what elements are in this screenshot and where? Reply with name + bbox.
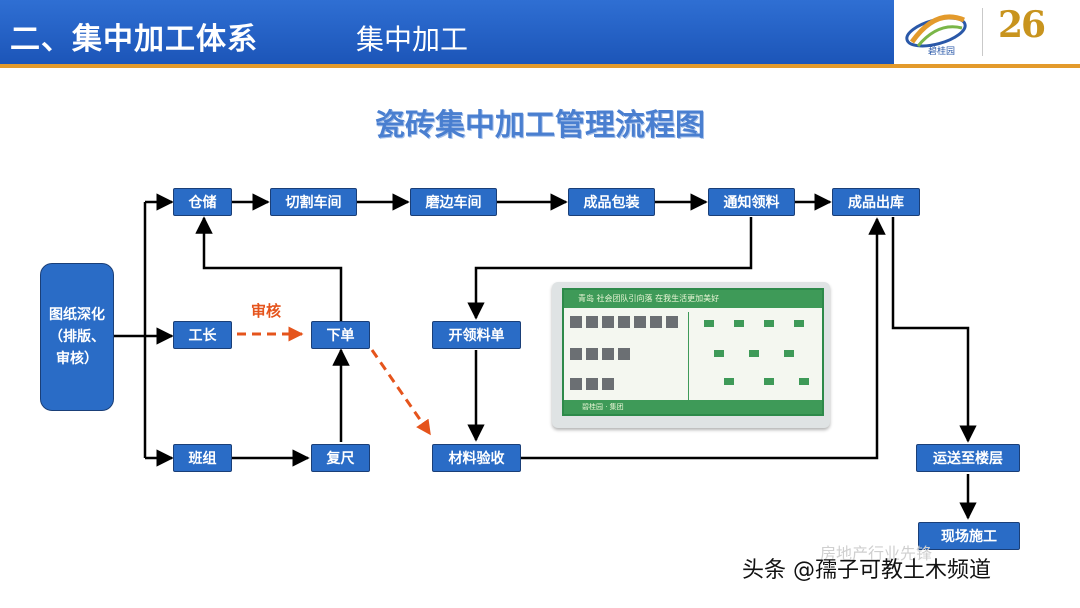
node-team: 班组 bbox=[173, 444, 232, 472]
board-image: 青岛 社会团队引向落 在我生活更加美好 碧桂园 · 集团 bbox=[562, 288, 824, 416]
node-edging-workshop: 磨边车间 bbox=[410, 188, 497, 216]
watermark-faint: 房地产行业先锋 bbox=[820, 544, 933, 563]
board-footer: 碧桂园 · 集团 bbox=[564, 400, 822, 414]
node-onsite-construction: 现场施工 bbox=[918, 522, 1020, 550]
board-caption: 青岛 社会团队引向落 在我生活更加美好 bbox=[564, 290, 822, 308]
header-bar: 二、集中加工体系 集中加工 碧桂园 26 bbox=[0, 0, 1080, 68]
node-material-acceptance: 材料验收 bbox=[432, 444, 521, 472]
arrow-order-storage bbox=[195, 216, 343, 321]
node-order: 下单 bbox=[311, 321, 370, 349]
process-board-photo: 青岛 社会团队引向落 在我生活更加美好 碧桂园 · 集团 bbox=[552, 282, 830, 428]
arrow-outbound-transport bbox=[891, 217, 977, 443]
node-storage: 仓储 bbox=[173, 188, 232, 216]
logo-area: 碧桂园 26 bbox=[894, 0, 1080, 64]
node-notify-pickup: 通知领料 bbox=[708, 188, 795, 216]
node-foreman: 工长 bbox=[173, 321, 232, 349]
node-remeasure: 复尺 bbox=[311, 444, 370, 472]
arrow-acceptance-outbound bbox=[521, 217, 886, 460]
node-drawing-deepening: 图纸深化（排版、审核） bbox=[40, 263, 114, 411]
logo-divider bbox=[982, 8, 983, 56]
header-subtitle: 集中加工 bbox=[356, 23, 469, 56]
review-arrow-order-acceptance bbox=[370, 349, 432, 436]
brand-name: 碧桂园 bbox=[928, 47, 956, 57]
brand-logo-icon bbox=[905, 14, 967, 48]
arrow-notify-requisition bbox=[467, 217, 753, 320]
node-packing: 成品包装 bbox=[568, 188, 655, 216]
node-transport-floor: 运送至楼层 bbox=[916, 444, 1020, 472]
header-title: 二、集中加工体系 bbox=[10, 22, 258, 57]
anniversary-logo: 26 bbox=[998, 4, 1046, 46]
node-cutting-workshop: 切割车间 bbox=[270, 188, 357, 216]
diagram-title: 瓷砖集中加工管理流程图 bbox=[375, 108, 705, 143]
node-outbound: 成品出库 bbox=[832, 188, 920, 216]
node-requisition: 开领料单 bbox=[432, 321, 521, 349]
review-label: 审核 bbox=[251, 302, 282, 320]
watermark: 头条 @孺子可教土木频道 bbox=[742, 558, 991, 583]
